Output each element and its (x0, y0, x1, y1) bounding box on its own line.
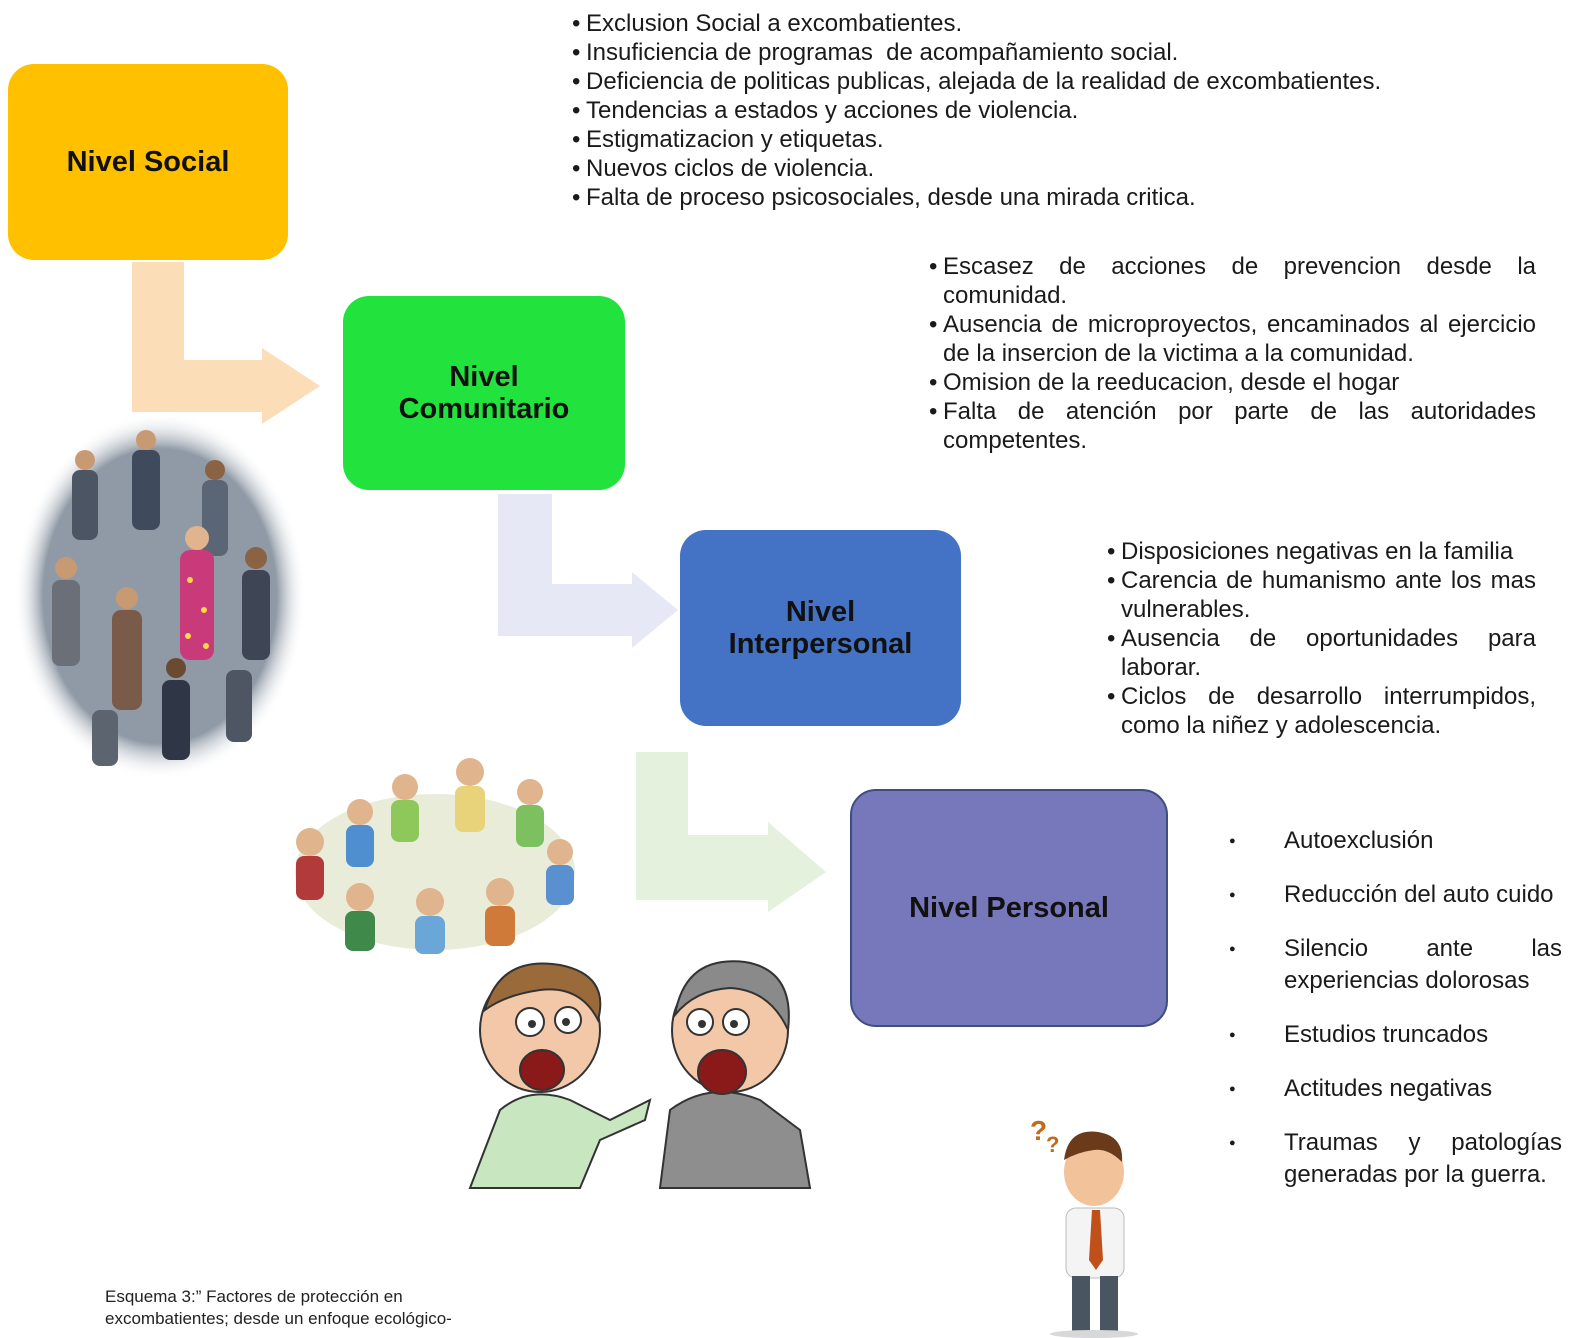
svg-text:?: ? (1046, 1132, 1059, 1157)
figure-caption: Esquema 3:” Factores de protección en ex… (105, 1286, 525, 1330)
level-label-interpersonal: Nivel Interpersonal (728, 595, 913, 660)
list-item: Falta de atención por parte de las autor… (929, 397, 1536, 455)
interpersonal-factors-list: Disposiciones negativas en la familia Ca… (1107, 537, 1536, 740)
personal-factors-list: Autoexclusión Reducción del auto cuido S… (1204, 825, 1562, 1213)
list-item: Deficiencia de politicas publicas, aleja… (572, 67, 1532, 96)
level-label-comunitario: Nivel Comunitario (398, 360, 570, 425)
list-item: Carencia de humanismo ante los mas vulne… (1107, 566, 1536, 624)
list-item: Reducción del auto cuido (1204, 879, 1562, 911)
arguing-men-illustration (468, 960, 812, 1189)
list-item: Insuficiencia de programas de acompañami… (572, 38, 1532, 67)
caption-line-1: Esquema 3:” Factores de protección en (105, 1287, 403, 1306)
level-box-interpersonal: Nivel Interpersonal (680, 530, 961, 726)
svg-text:?: ? (1030, 1115, 1047, 1146)
list-item: Exclusion Social a excombatientes. (572, 9, 1532, 38)
list-item: Silencio ante las experiencias dolorosas (1204, 933, 1562, 997)
list-item: Omision de la reeducacion, desde el hoga… (929, 368, 1536, 397)
list-item: Autoexclusión (1204, 825, 1562, 857)
list-item: Falta de proceso psicosociales, desde un… (572, 183, 1532, 212)
list-item: Traumas y patologías generadas por la gu… (1204, 1127, 1562, 1191)
list-item: Disposiciones negativas en la familia (1107, 537, 1536, 566)
level-label-personal: Nivel Personal (909, 891, 1109, 924)
list-item: Actitudes negativas (1204, 1073, 1562, 1105)
community-factors-list: Escasez de acciones de prevencion desde … (929, 252, 1536, 455)
crowd-illustration (14, 412, 306, 780)
list-item: Escasez de acciones de prevencion desde … (929, 252, 1536, 310)
list-item: Tendencias a estados y acciones de viole… (572, 96, 1532, 125)
list-item: Ausencia de oportunidades para laborar. (1107, 624, 1536, 682)
caption-line-2: excombatientes; desde un enfoque ecológi… (105, 1309, 452, 1328)
list-item: Nuevos ciclos de violencia. (572, 154, 1532, 183)
group-circle-illustration (295, 758, 575, 954)
confused-man-illustration: ? ? (1030, 1115, 1138, 1338)
social-factors-list: Exclusion Social a excombatientes. Insuf… (572, 9, 1532, 212)
level-box-comunitario: Nivel Comunitario (343, 296, 625, 490)
level-box-social: Nivel Social (8, 64, 288, 260)
level-label-social: Nivel Social (66, 145, 230, 178)
list-item: Estigmatizacion y etiquetas. (572, 125, 1532, 154)
list-item: Estudios truncados (1204, 1019, 1562, 1051)
list-item: Ausencia de microproyectos, encaminados … (929, 310, 1536, 368)
list-item: Ciclos de desarrollo interrumpidos, como… (1107, 682, 1536, 740)
level-box-personal: Nivel Personal (850, 789, 1168, 1027)
